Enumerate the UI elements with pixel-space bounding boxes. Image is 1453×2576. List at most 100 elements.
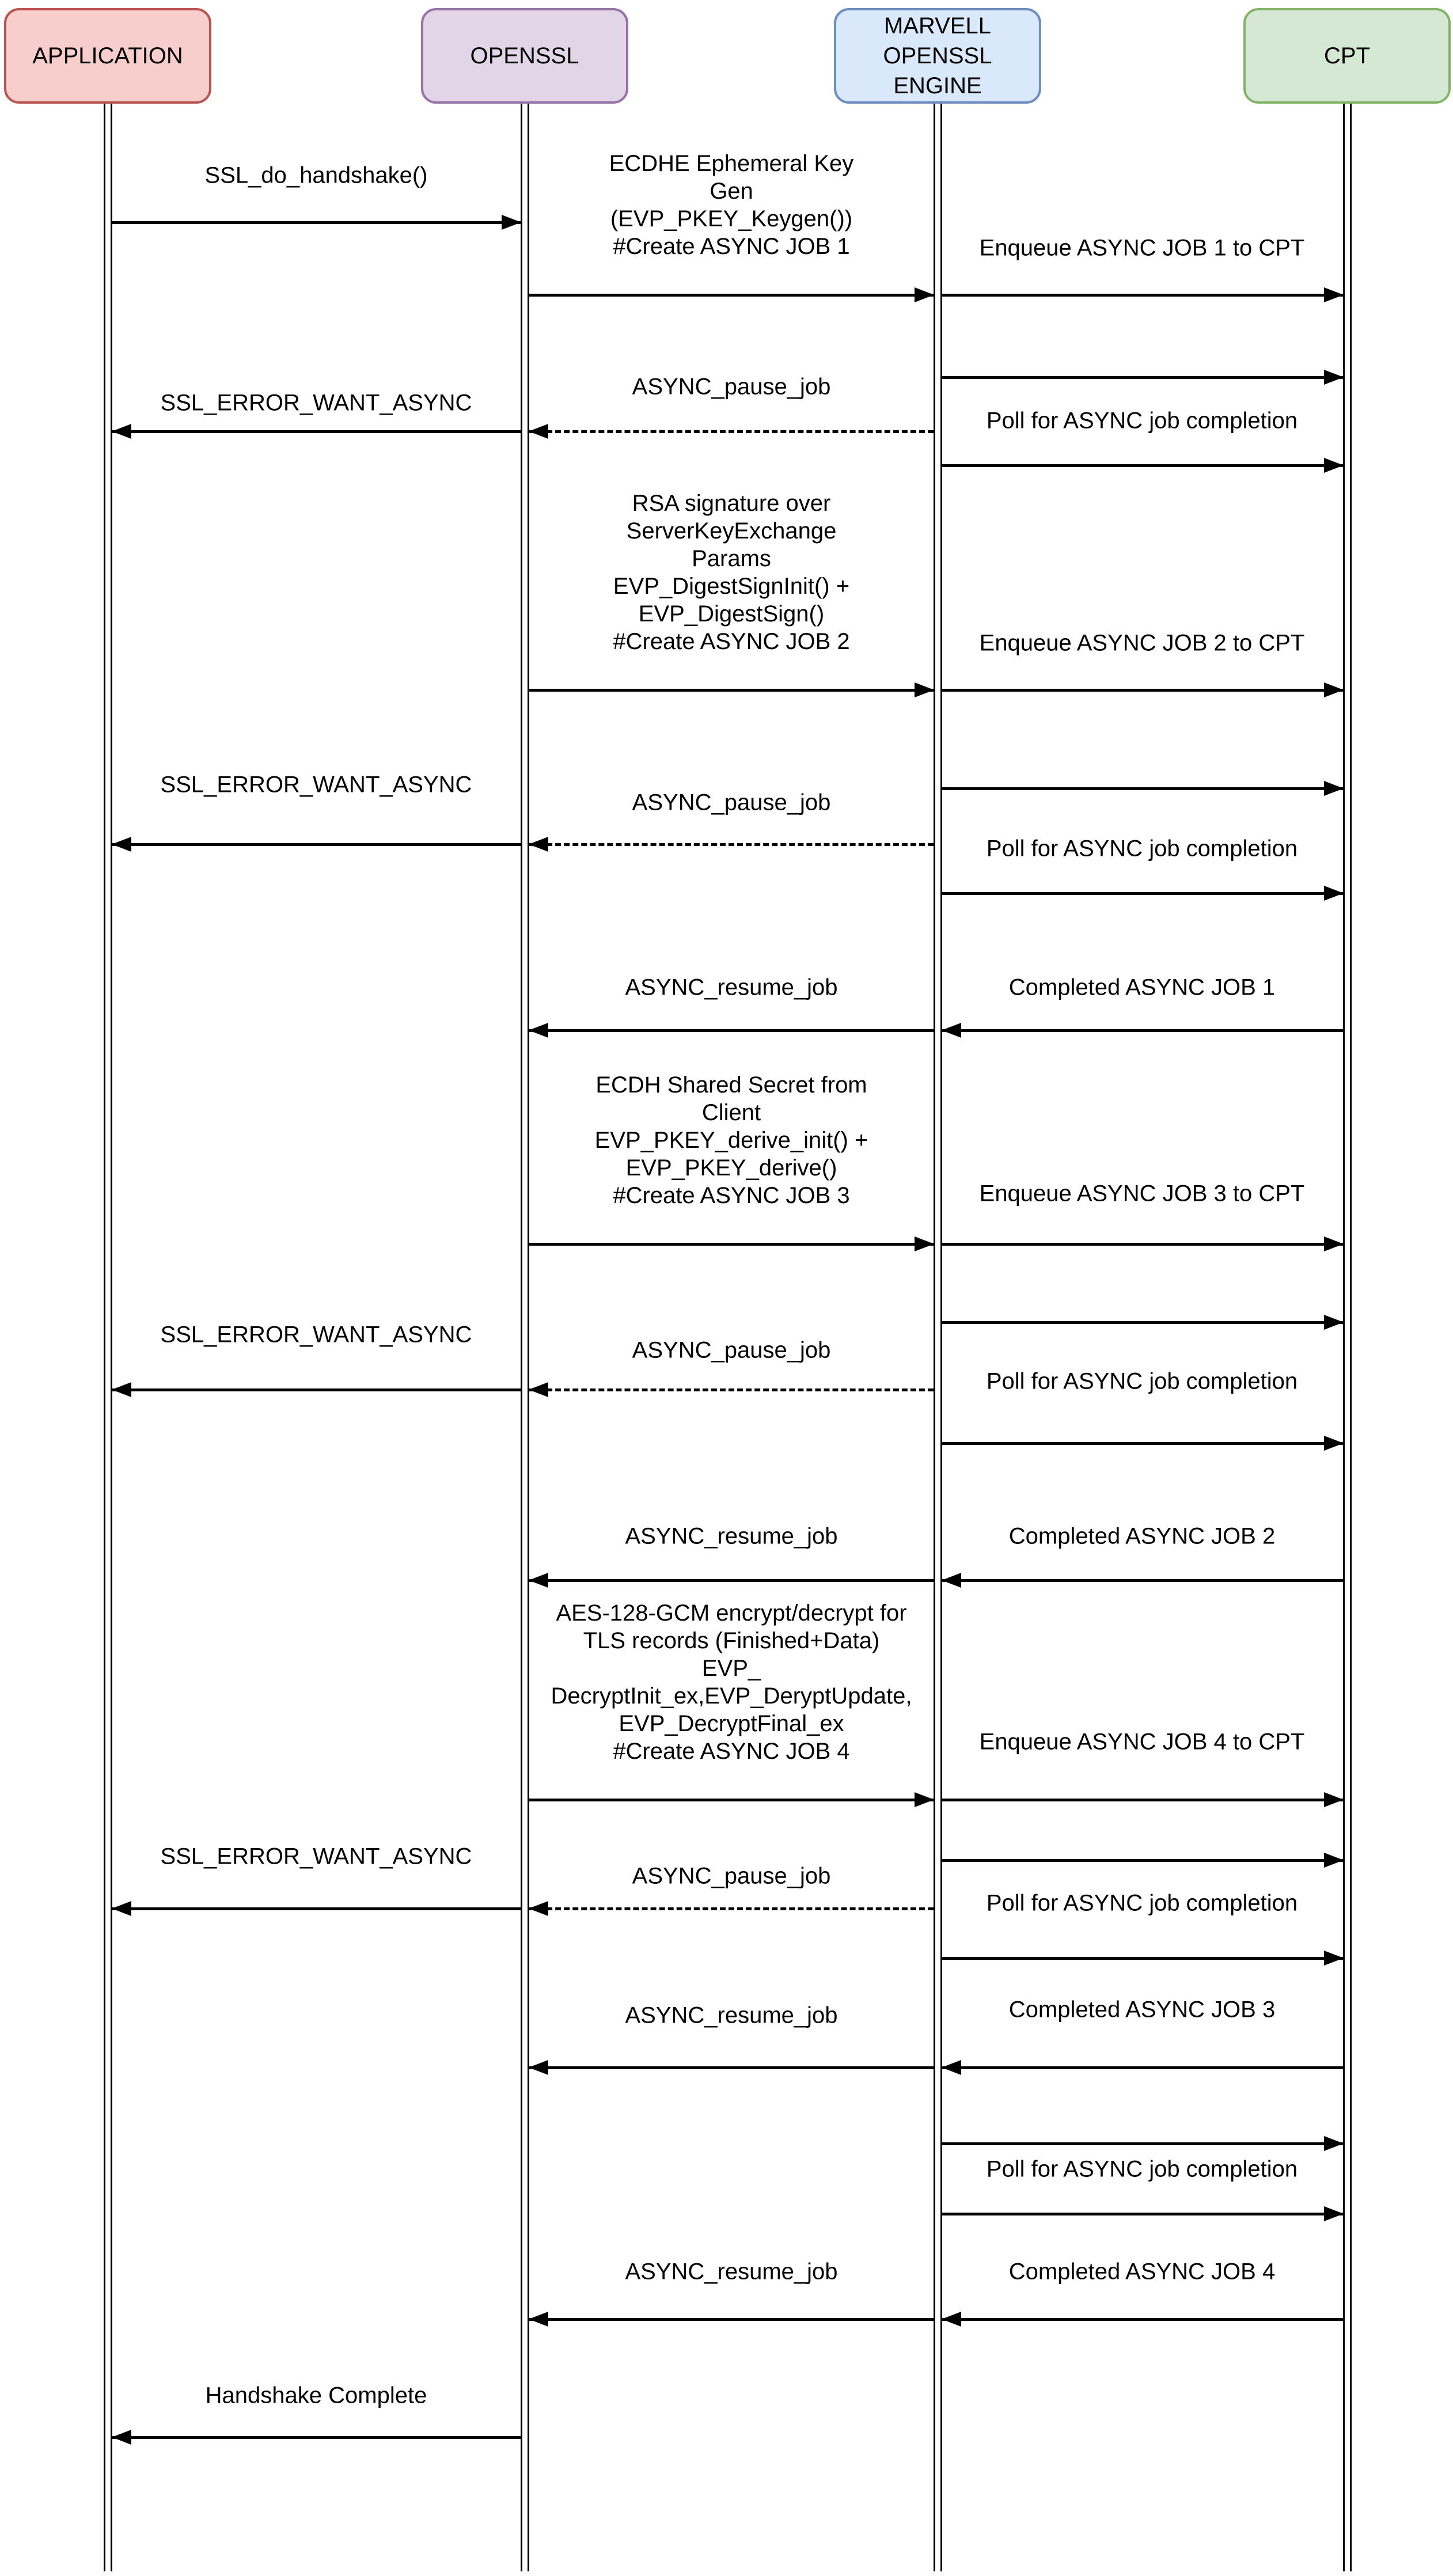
label-ssl-error-want-async: SSL_ERROR_WANT_ASYNC: [160, 1322, 472, 1348]
task-note-line: #Create ASYNC JOB 3: [613, 1183, 850, 1208]
arrowhead-icon: [914, 682, 934, 697]
arrowhead-icon: [941, 1573, 961, 1588]
arrowhead-icon: [111, 1901, 131, 1916]
message-line: [942, 2066, 1343, 2069]
task-note-line: EVP_DigestSignInit() +: [613, 574, 850, 599]
message-line: [529, 293, 934, 297]
arrowhead-icon: [528, 2060, 548, 2075]
lifeline-cpt: [1342, 104, 1352, 2571]
label-async-resume-job: ASYNC_resume_job: [625, 2002, 838, 2028]
task-note-line: (EVP_PKEY_Keygen()): [610, 206, 853, 232]
label-async-pause-job: ASYNC_pause_job: [632, 790, 831, 815]
arrowhead-icon: [111, 837, 131, 852]
message-line: [942, 1321, 1343, 1324]
arrowhead-icon: [111, 1382, 131, 1397]
arrowhead-icon: [914, 287, 934, 302]
message-line: [112, 2435, 521, 2439]
label-async-resume-job: ASYNC_resume_job: [625, 1523, 838, 1549]
label-enqueue-async-job-4-to-cpt: Enqueue ASYNC JOB 4 to CPT: [979, 1729, 1305, 1755]
label-async-pause-job: ASYNC_pause_job: [632, 1337, 831, 1363]
participant-application: APPLICATION: [4, 8, 211, 104]
task-note-line: EVP_DecryptFinal_ex: [619, 1711, 844, 1736]
participant-label: MARVELL OPENSSL ENGINE: [883, 13, 992, 98]
arrowhead-icon: [941, 1023, 961, 1038]
arrowhead-icon: [1323, 458, 1344, 473]
message-line: [529, 2317, 934, 2321]
arrowhead-icon: [914, 1236, 934, 1251]
message-line: [112, 1388, 521, 1391]
label-completed-async-job-3: Completed ASYNC JOB 3: [1008, 1997, 1276, 2023]
task-note-line: #Create ASYNC JOB 1: [613, 234, 850, 259]
message-line: [942, 688, 1343, 692]
participant-marvell-openssl-engine: MARVELL OPENSSL ENGINE: [834, 8, 1041, 104]
task-note-line: Client: [701, 1100, 761, 1125]
message-line: [529, 688, 934, 692]
message-line: [942, 375, 1343, 379]
message-line: [942, 787, 1343, 790]
message-line: [529, 2066, 934, 2069]
arrowhead-icon: [1323, 781, 1344, 796]
message-line: [942, 2317, 1343, 2321]
arrowhead-icon: [1323, 682, 1344, 697]
message-line: [942, 1956, 1343, 1960]
arrowhead-icon: [1323, 1951, 1344, 1966]
arrowhead-icon: [1323, 1236, 1344, 1251]
task-note-line: #Create ASYNC JOB 4: [613, 1739, 850, 1764]
label-ssl-error-want-async: SSL_ERROR_WANT_ASYNC: [160, 772, 472, 798]
arrowhead-icon: [1323, 370, 1344, 385]
participant-label: OPENSSL: [470, 43, 579, 69]
label-ssl-do-handshake: SSL_do_handshake(): [204, 162, 428, 188]
participant-cpt: CPT: [1243, 8, 1451, 104]
message-line: [942, 2212, 1343, 2215]
message-line: [942, 1579, 1343, 1582]
message-line: [529, 1907, 934, 1910]
label-enqueue-async-job-2-to-cpt: Enqueue ASYNC JOB 2 to CPT: [979, 630, 1305, 656]
arrowhead-icon: [1323, 1315, 1344, 1330]
lifeline-application: [103, 104, 112, 2571]
message-line: [942, 1798, 1343, 1801]
label-ssl-error-want-async: SSL_ERROR_WANT_ASYNC: [160, 390, 472, 416]
message-line: [529, 1029, 934, 1032]
task-note-line: EVP_DigestSign(): [638, 601, 825, 627]
arrowhead-icon: [111, 424, 131, 439]
arrowhead-icon: [528, 2312, 548, 2327]
message-line: [529, 1798, 934, 1801]
arrowhead-icon: [941, 2060, 961, 2075]
task-note-line: DecryptInit_ex,EVP_DeryptUpdate,: [551, 1683, 912, 1709]
arrowhead-icon: [528, 1573, 548, 1588]
label-poll-for-async-job-completion: Poll for ASYNC job completion: [986, 408, 1298, 434]
message-line: [112, 430, 521, 433]
label-async-pause-job: ASYNC_pause_job: [632, 1863, 831, 1889]
lifeline-marvell-openssl-engine: [933, 104, 942, 2571]
task-note-line: TLS records (Finished+Data): [583, 1628, 880, 1653]
label-async-resume-job: ASYNC_resume_job: [625, 974, 838, 1000]
message-line: [942, 1441, 1343, 1445]
message-line: [529, 1579, 934, 1582]
arrowhead-icon: [528, 837, 548, 852]
message-line: [942, 293, 1343, 297]
label-enqueue-async-job-1-to-cpt: Enqueue ASYNC JOB 1 to CPT: [979, 235, 1305, 261]
label-async-resume-job: ASYNC_resume_job: [625, 2259, 838, 2285]
label-ssl-error-want-async: SSL_ERROR_WANT_ASYNC: [160, 1843, 472, 1869]
label-handshake-complete: Handshake Complete: [205, 2382, 427, 2408]
participant-openssl: OPENSSL: [421, 8, 628, 104]
task-note-line: EVP_PKEY_derive_init() +: [594, 1128, 868, 1153]
label-completed-async-job-1: Completed ASYNC JOB 1: [1008, 974, 1276, 1000]
label-poll-for-async-job-completion: Poll for ASYNC job completion: [986, 2156, 1298, 2182]
task-note-line: ECDHE Ephemeral Key: [609, 151, 854, 176]
message-line: [529, 1388, 934, 1391]
message-line: [942, 1242, 1343, 1246]
participant-label: APPLICATION: [32, 43, 183, 69]
label-poll-for-async-job-completion: Poll for ASYNC job completion: [986, 836, 1298, 862]
arrowhead-icon: [111, 2430, 131, 2445]
message-line: [529, 1242, 934, 1246]
arrowhead-icon: [528, 1382, 548, 1397]
arrowhead-icon: [1323, 1436, 1344, 1451]
arrowhead-icon: [528, 1901, 548, 1916]
participant-label: CPT: [1324, 43, 1370, 69]
message-line: [942, 464, 1343, 467]
message-line: [112, 1907, 521, 1910]
